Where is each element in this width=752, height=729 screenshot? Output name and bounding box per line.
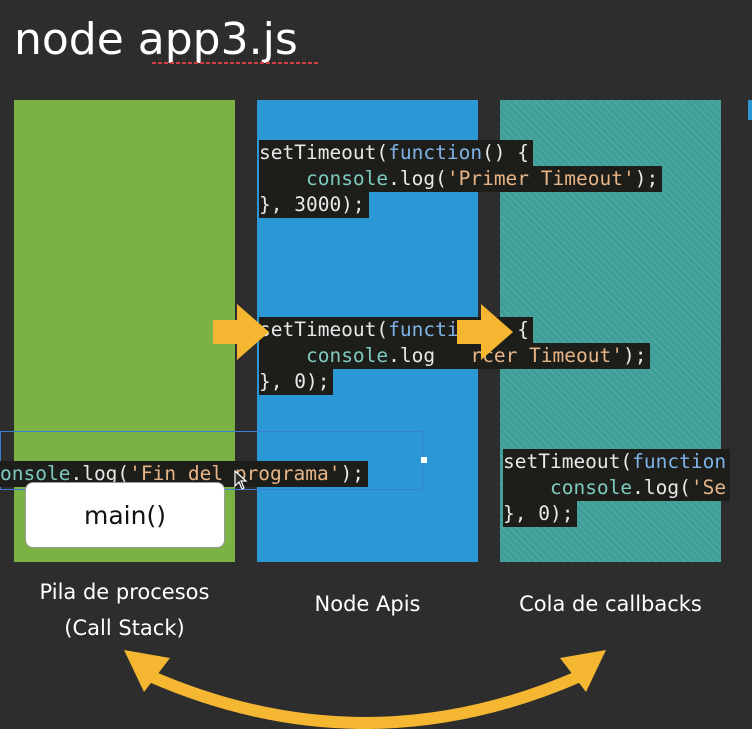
call-stack-label-line2: (Call Stack) (64, 616, 185, 640)
code-token: log( (82, 462, 130, 485)
column-edge-fragment (746, 100, 752, 120)
code-token: }, 0); (503, 502, 574, 525)
code-token: ); (634, 167, 659, 190)
code-token: . (70, 462, 83, 485)
code-token: console (305, 167, 389, 190)
code-token: console (549, 476, 633, 499)
right-arrow-icon (213, 304, 269, 360)
code-token: onsole (0, 462, 71, 485)
callback-queue-label: Cola de callbacks (519, 592, 702, 616)
code-token: .log (388, 344, 436, 367)
code-token: 'Se (690, 476, 727, 499)
spellcheck-underline (152, 62, 320, 64)
code-token: setTimeout( (503, 450, 633, 473)
code-token: setTimeout( (259, 318, 389, 341)
selection-handle[interactable] (421, 457, 427, 463)
code-block-queue: setTimeout(function console.log('Se }, 0… (503, 423, 752, 527)
call-stack-label: Pila de procesos (Call Stack) (14, 574, 235, 646)
code-token: function (388, 141, 483, 164)
code-token: setTimeout( (259, 141, 389, 164)
code-token: ); (340, 462, 364, 485)
code-block-primer-timeout: setTimeout(function() { console.log('Pri… (259, 114, 663, 218)
code-token: function (632, 450, 727, 473)
code-token: .log( (388, 167, 447, 190)
code-token: console (305, 344, 389, 367)
mouse-cursor-icon (234, 470, 248, 490)
code-token: .log( (632, 476, 691, 499)
code-token: 'Primer Timeout' (446, 167, 635, 190)
code-token (259, 167, 306, 190)
slide-title: node app3.js (14, 14, 298, 65)
code-token: }, 3000); (259, 193, 365, 216)
code-token: }, 0); (259, 370, 330, 393)
right-arrow-icon (457, 304, 513, 360)
node-apis-label: Node Apis (314, 592, 421, 616)
code-token (503, 476, 550, 499)
main-frame: main() (25, 482, 225, 548)
code-line-fin-programa: onsole.log('Fin del programa'); (0, 435, 368, 487)
code-token: 'Fin del programa' (129, 462, 341, 485)
code-token: ); (622, 344, 647, 367)
call-stack-label-line1: Pila de procesos (39, 580, 210, 604)
curved-double-arrow-icon (124, 650, 606, 729)
code-token: () { (482, 141, 530, 164)
